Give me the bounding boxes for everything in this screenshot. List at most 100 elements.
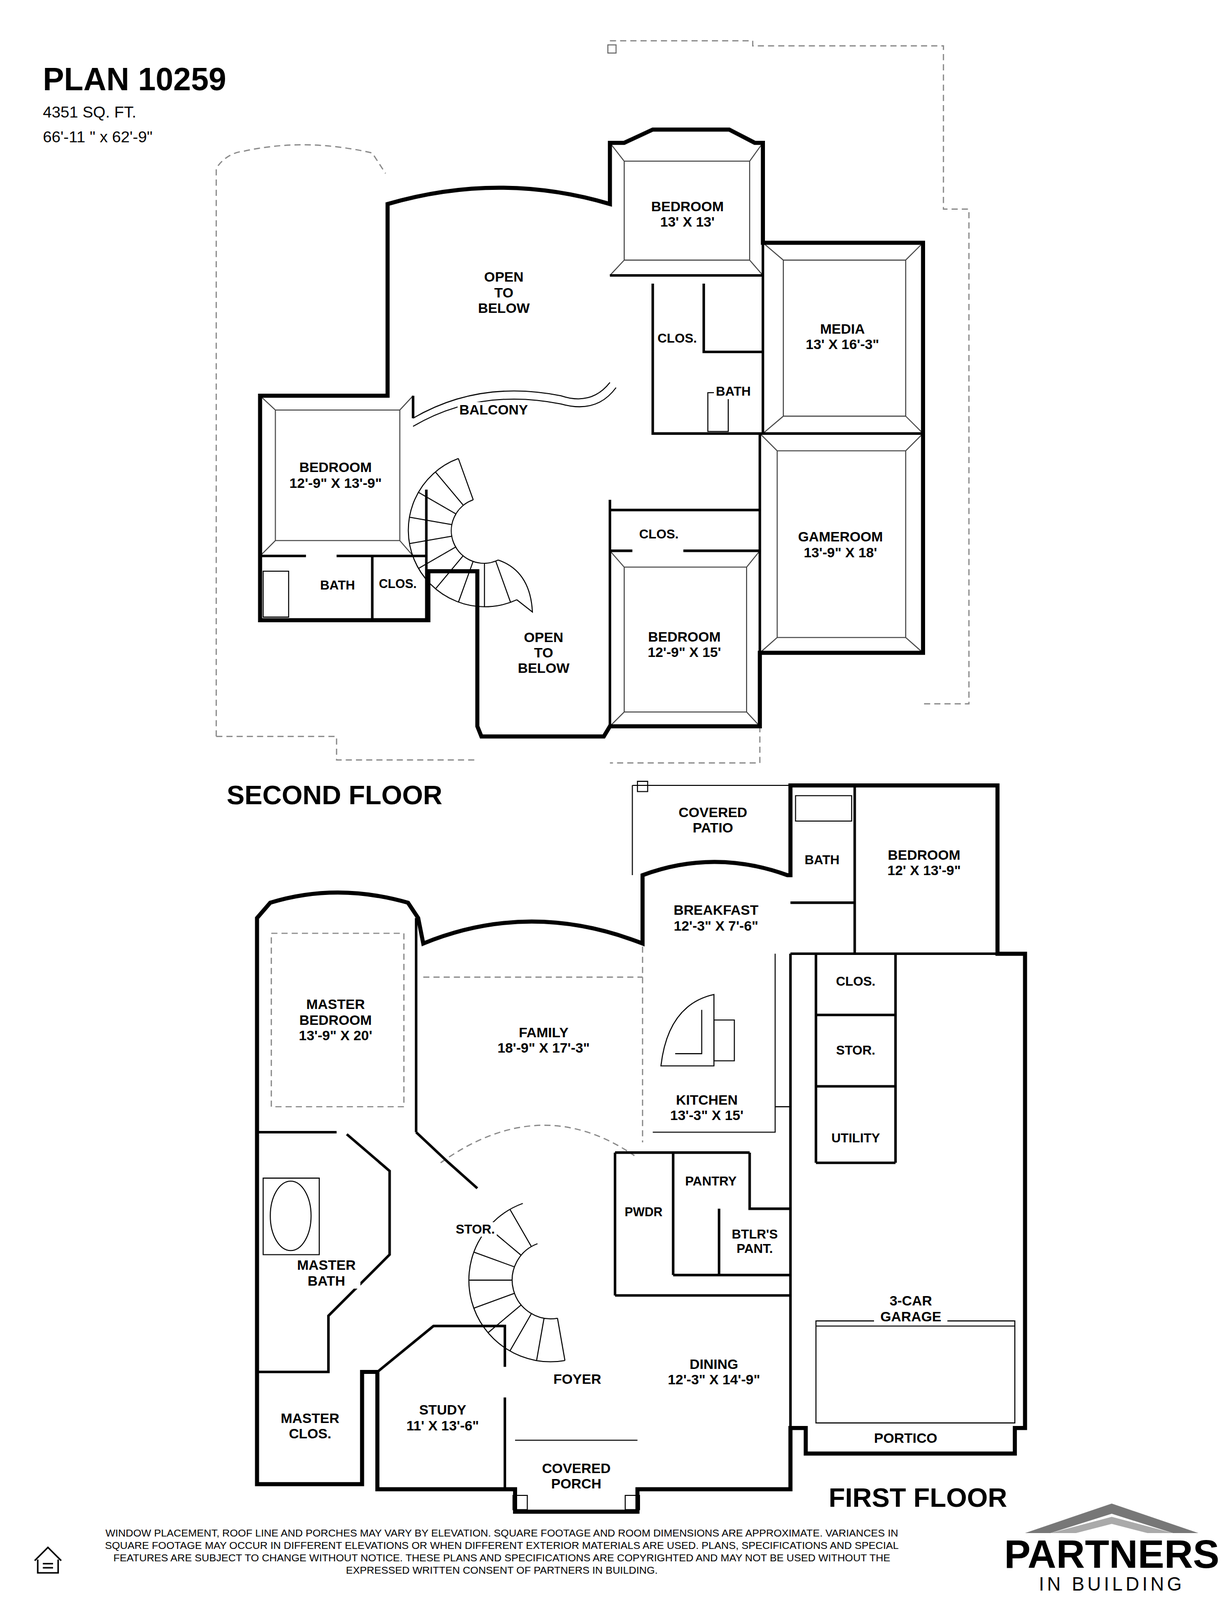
room-label: BEDROOM12'-9" X 15'	[645, 629, 723, 661]
room-label: 3-CAR GARAGE	[874, 1292, 948, 1325]
room-label: STOR.	[834, 1043, 878, 1058]
garage-door	[816, 1320, 1015, 1423]
room-label: BEDROOM12' X 13'-9"	[885, 847, 963, 879]
balcony-rail	[412, 382, 616, 426]
room-size: 13'-3" X 15'	[668, 1107, 746, 1123]
room-name: OPEN TO BELOW	[513, 629, 575, 677]
room-size: 12'-9" X 13'-9"	[287, 475, 384, 491]
outer-walls	[256, 129, 1025, 1512]
room-name: PANTRY	[683, 1173, 739, 1189]
room-name: MASTER CLOS.	[275, 1410, 345, 1442]
room-name: BEDROOM	[885, 847, 963, 863]
room-size: 13' X 13'	[658, 214, 717, 230]
plan-title: PLAN 10259	[42, 63, 227, 96]
room-size: 11' X 13'-6"	[404, 1417, 481, 1434]
stair	[408, 458, 533, 613]
equal-housing-icon	[34, 1547, 61, 1573]
tub	[270, 1180, 311, 1251]
roof-outline	[216, 40, 969, 763]
room-label: PWDR	[622, 1204, 665, 1219]
room-name: BTLR'S PANT.	[726, 1227, 783, 1256]
room-name: KITCHEN	[673, 1092, 740, 1108]
room-name: PORTICO	[872, 1430, 940, 1446]
room-name: FAMILY	[516, 1024, 571, 1041]
room-name: MASTER BEDROOM	[293, 996, 378, 1028]
room-name: UTILITY	[829, 1130, 882, 1146]
room-name: DINING	[687, 1356, 741, 1372]
room-size: 18'-9" X 17'-3"	[495, 1040, 592, 1056]
room-label: MASTER BEDROOM13'-9" X 20'	[293, 996, 378, 1044]
room-label: CLOS.	[655, 331, 699, 346]
logo-chevron	[1050, 1516, 1173, 1533]
room-name: BATH	[802, 852, 842, 868]
room-size: 13'-9" X 18'	[801, 544, 879, 561]
room-label: UTILITY	[829, 1130, 882, 1146]
room-label: BATH	[802, 852, 842, 868]
room-label: FOYER	[551, 1371, 603, 1387]
room-label: MASTER CLOS.	[275, 1410, 345, 1442]
interior-walls	[256, 242, 1025, 1490]
room-name: STUDY	[416, 1402, 468, 1418]
room-name: COVERED PORCH	[536, 1460, 616, 1492]
room-name: MASTER BATH	[292, 1257, 361, 1289]
kitchen-island	[660, 994, 714, 1066]
room-name: COVERED PATIO	[673, 804, 753, 836]
room-name: STOR.	[834, 1043, 878, 1058]
tray-ceiling	[260, 142, 924, 727]
room-name: CLOS.	[655, 331, 699, 346]
room-name: BEDROOM	[649, 198, 726, 215]
room-name: BEDROOM	[645, 629, 723, 645]
room-name: CLOS.	[833, 974, 878, 989]
room-label: BREAKFAST12'-3" X 7'-6"	[671, 902, 761, 934]
room-label: BATH	[318, 578, 357, 593]
overall-dimensions: 66'-11 " x 62'-9"	[42, 128, 153, 145]
interior-wall	[260, 242, 924, 727]
room-label: FAMILY18'-9" X 17'-3"	[495, 1024, 592, 1056]
ceiling-line	[271, 875, 643, 1163]
porch	[513, 1440, 640, 1510]
room-label: DINING12'-3" X 14'-9"	[665, 1356, 762, 1388]
room-size: 12'-3" X 7'-6"	[671, 918, 761, 934]
room-label: CLOS.	[376, 576, 419, 591]
room-name: OPEN TO BELOW	[473, 269, 534, 316]
outer-wall	[260, 129, 924, 737]
post	[607, 45, 616, 54]
room-label: STOR.	[453, 1222, 497, 1237]
room-name: CLOS.	[376, 576, 419, 591]
room-label: BTLR'S PANT.	[726, 1227, 783, 1256]
tub	[263, 1177, 320, 1255]
room-name: MEDIA	[818, 321, 867, 337]
room-name: BEDROOM	[297, 459, 374, 475]
room-label: CLOS.	[637, 526, 681, 542]
room-size: 12'-3" X 14'-9"	[665, 1371, 762, 1388]
room-size: 13'-9" X 20'	[296, 1027, 375, 1044]
brand-subtitle: IN BUILDING	[1038, 1574, 1185, 1594]
room-name: BATH	[318, 578, 357, 593]
room-name: BREAKFAST	[671, 902, 761, 918]
room-name: BATH	[713, 384, 753, 399]
room-label: CLOS.	[833, 974, 878, 989]
disclaimer-note: WINDOW PLACEMENT, ROOF LINE AND PORCHES …	[92, 1526, 911, 1577]
room-name: STOR.	[453, 1222, 497, 1237]
room-label: MASTER BATH	[292, 1257, 361, 1289]
square-footage: 4351 SQ. FT.	[42, 104, 137, 120]
room-label: OPEN TO BELOW	[513, 629, 575, 677]
fixtures	[263, 382, 1015, 1510]
floor-label: SECOND FLOOR	[226, 781, 443, 809]
roof-lines	[216, 40, 969, 1163]
logo-chevron	[1025, 1503, 1199, 1533]
room-label: MEDIA13' X 16'-3"	[803, 321, 881, 353]
room-size: 12' X 13'-9"	[885, 862, 963, 878]
room-label: COVERED PORCH	[536, 1460, 616, 1492]
floor-label: FIRST FLOOR	[828, 1483, 1008, 1511]
room-name: PWDR	[622, 1204, 665, 1219]
room-name: 3-CAR GARAGE	[874, 1292, 948, 1325]
room-name: CLOS.	[637, 526, 681, 542]
room-label: COVERED PATIO	[673, 804, 753, 836]
room-size: 13' X 16'-3"	[803, 336, 881, 352]
room-label: PORTICO	[872, 1430, 940, 1446]
room-name: FOYER	[551, 1371, 603, 1387]
room-size: 12'-9" X 15'	[645, 644, 723, 660]
room-label: STUDY11' X 13'-6"	[404, 1402, 481, 1434]
